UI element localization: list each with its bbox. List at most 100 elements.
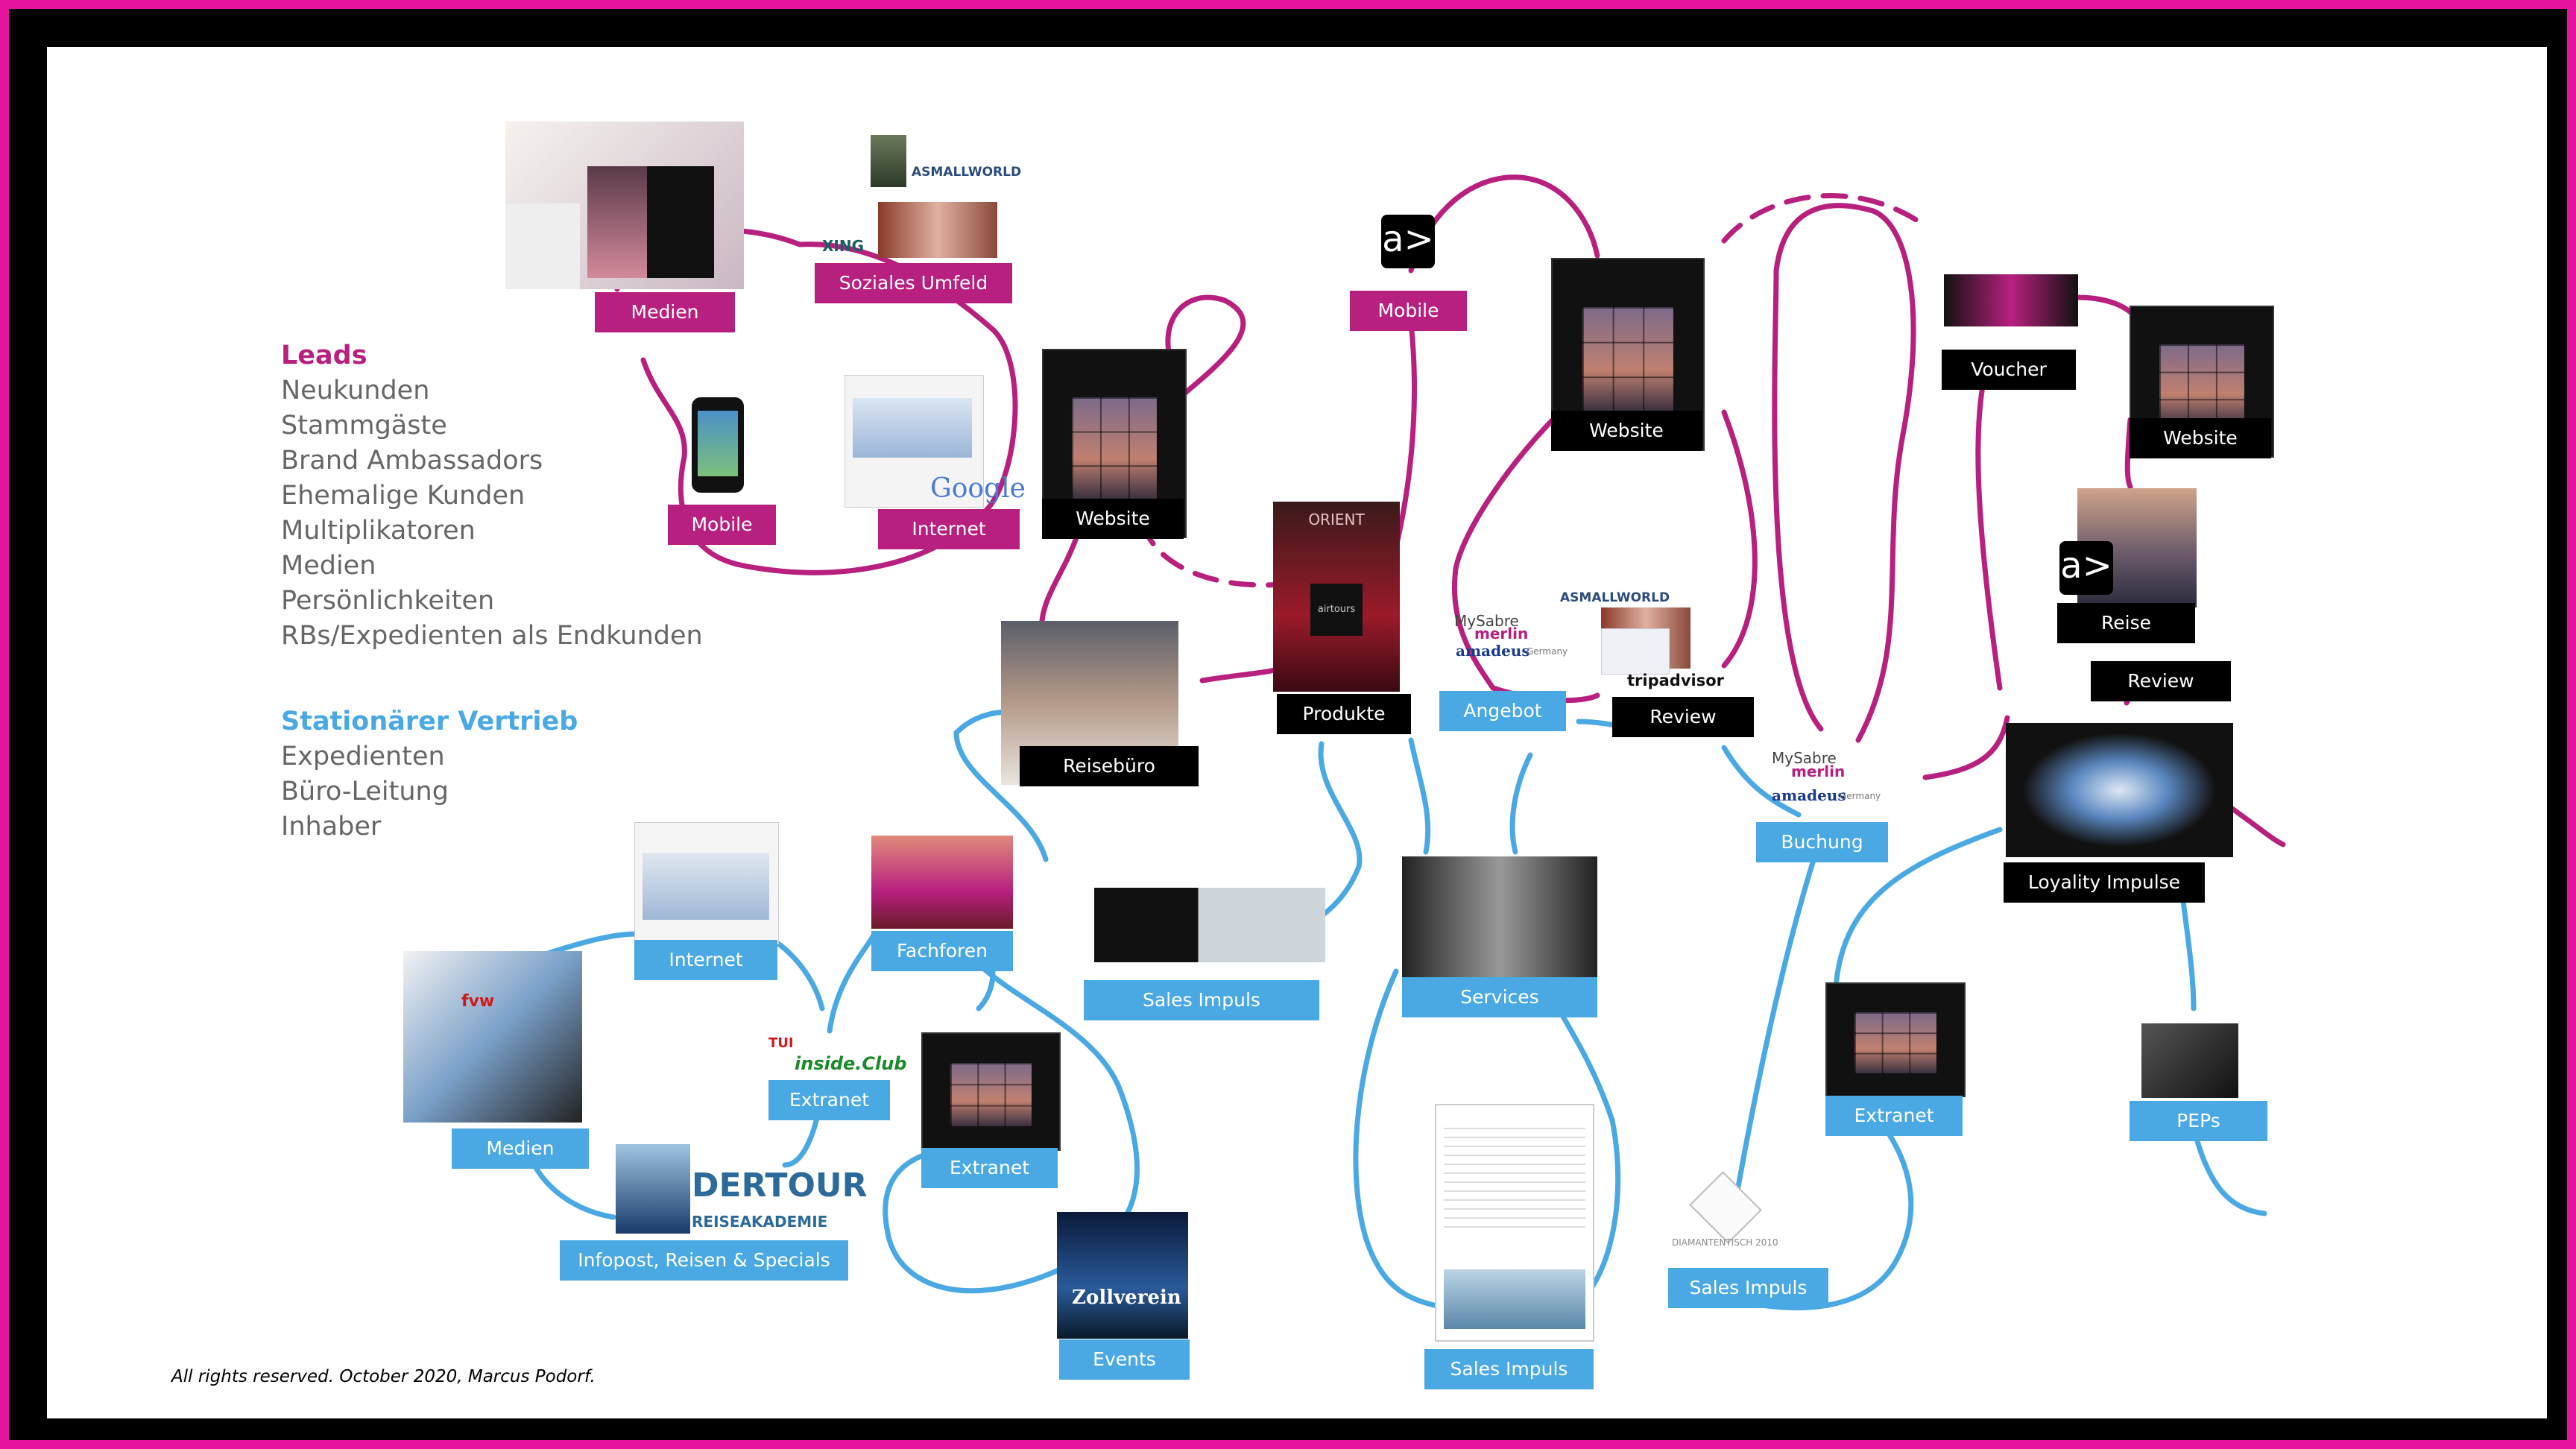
avatar bbox=[871, 135, 906, 187]
node-voucher: Voucher bbox=[1942, 350, 2076, 390]
amadeus-logo: amadeus bbox=[1456, 642, 1530, 660]
stationary-list: Stationärer Vertrieb Expedienten Büro-Le… bbox=[281, 704, 578, 845]
node-internet-bottom: Internet bbox=[634, 940, 777, 980]
node-medien-bottom: Medien bbox=[452, 1128, 589, 1169]
node-sales-impuls-box: Sales Impuls bbox=[1084, 980, 1319, 1020]
leads-item: Multiplikatoren bbox=[281, 516, 476, 546]
peps-box-image bbox=[2141, 1023, 2238, 1098]
path-voucher-loop bbox=[1975, 357, 2003, 691]
path-buchung-loyality bbox=[1922, 715, 2010, 780]
tripadvisor-logo: tripadvisor bbox=[1627, 672, 1724, 689]
path-peps-down bbox=[2191, 1125, 2267, 1216]
leads-item: Ehemalige Kunden bbox=[281, 481, 525, 511]
magazines-image bbox=[505, 121, 744, 289]
tui-logo: TUI bbox=[768, 1035, 794, 1051]
leads-heading: Leads bbox=[281, 341, 367, 370]
sales-box-image bbox=[1094, 888, 1325, 962]
node-website-2: Website bbox=[1551, 411, 1702, 451]
orient-title: ORIENT bbox=[1308, 511, 1365, 528]
voucher-image bbox=[1944, 274, 2078, 326]
node-mobile-left: Mobile bbox=[668, 505, 776, 545]
asmallworld-icon: ASMALLWORLD bbox=[1560, 590, 1670, 605]
services-photo bbox=[1402, 856, 1597, 977]
airtours-a-icon: a> bbox=[1381, 215, 1435, 268]
stationary-item: Büro-Leitung bbox=[281, 777, 449, 806]
path-events-loop bbox=[883, 1147, 1086, 1294]
dertour-logo: DERTOUR bbox=[692, 1167, 868, 1205]
airtours-badge: airtours bbox=[1310, 584, 1363, 636]
slide-canvas: Leads Neukunden Stammgäste Brand Ambassa… bbox=[47, 47, 2547, 1418]
internet-screenshot bbox=[845, 375, 984, 508]
iphone-icon bbox=[692, 397, 744, 493]
amadeus-logo-2: amadeus bbox=[1772, 786, 1846, 804]
stationary-item: Expedienten bbox=[281, 742, 445, 771]
node-review-1: Review bbox=[1612, 697, 1754, 737]
fvw-logo: fvw bbox=[461, 992, 495, 1011]
germany-label: Germany bbox=[1527, 646, 1568, 657]
node-angebot: Angebot bbox=[1439, 691, 1566, 731]
path-website1-produkte-dashed bbox=[1140, 521, 1295, 588]
medien-bottom-image bbox=[403, 951, 582, 1123]
loyality-image bbox=[2006, 723, 2233, 857]
node-review-2: Review bbox=[2091, 661, 2231, 701]
path-reisebuero-produkte bbox=[1199, 663, 1287, 684]
path-review-buchung bbox=[1721, 745, 1802, 818]
xing-icon: XING bbox=[822, 237, 865, 255]
path-website2-review bbox=[1721, 409, 1758, 669]
leads-item: Brand Ambassadors bbox=[281, 446, 543, 476]
path-tui-fachforen bbox=[827, 931, 877, 1034]
node-extranet-right: Extranet bbox=[1825, 1096, 1963, 1136]
germany-label-2: Germany bbox=[1840, 791, 1881, 801]
leads-item: Medien bbox=[281, 551, 376, 581]
sales-doc-image bbox=[1435, 1104, 1594, 1342]
copyright-footer: All rights reserved. October 2020, Marcu… bbox=[171, 1367, 596, 1386]
node-loyality-impulse: Loyality Impulse bbox=[2004, 862, 2205, 903]
node-medien-top: Medien bbox=[595, 292, 735, 332]
node-soziales-umfeld: Soziales Umfeld bbox=[815, 263, 1012, 303]
merlin-logo-2: merlin bbox=[1791, 763, 1846, 780]
people-photo bbox=[878, 202, 997, 258]
node-reise: Reise bbox=[2057, 603, 2195, 643]
zollverein-sign: Zollverein bbox=[1072, 1287, 1181, 1309]
insideclub-logo: inside.Club bbox=[795, 1053, 907, 1074]
node-produkte: Produkte bbox=[1277, 694, 1411, 734]
node-events: Events bbox=[1059, 1339, 1190, 1380]
fachforen-photo bbox=[871, 836, 1013, 929]
node-peps: PEPs bbox=[2130, 1101, 2267, 1141]
reiseakademie-logo: REISEAKADEMIE bbox=[692, 1213, 828, 1231]
path-angebot-services bbox=[1509, 752, 1533, 855]
node-website-1: Website bbox=[1042, 499, 1184, 539]
leads-item: RBs/Expedienten als Endkunden bbox=[281, 621, 703, 651]
merlin-logo: merlin bbox=[1474, 625, 1529, 643]
extranet-mid-image bbox=[921, 1032, 1061, 1151]
node-extranet-mid: Extranet bbox=[921, 1148, 1058, 1188]
node-website-3: Website bbox=[2130, 418, 2271, 458]
mysabre-logo: MySabre bbox=[1454, 612, 1519, 630]
path-buchung-salesimpuls bbox=[1729, 834, 1824, 1228]
leads-item: Neukunden bbox=[281, 376, 430, 405]
asmallworld-icon: ASMALLWORLD bbox=[912, 165, 1022, 180]
path-website1-loop bbox=[1165, 294, 1246, 400]
leads-item: Persönlichkeiten bbox=[281, 586, 495, 616]
path-extranet-loop bbox=[1833, 827, 2003, 989]
node-internet-top: Internet bbox=[878, 509, 1020, 549]
path-buchung-dashed bbox=[1721, 193, 1928, 244]
node-sales-impuls-doc: Sales Impuls bbox=[1424, 1349, 1594, 1389]
path-mobile-website2 bbox=[1408, 174, 1600, 274]
connection-paths bbox=[521, 174, 2286, 1311]
diamant-label: DIAMANTENTISCH 2010 bbox=[1672, 1237, 1778, 1248]
internet-bottom-screenshot bbox=[634, 822, 779, 944]
node-extranet-tui: Extranet bbox=[768, 1080, 890, 1120]
node-reisebuero: Reisebüro bbox=[1020, 746, 1199, 786]
events-photo: Zollverein bbox=[1057, 1212, 1188, 1339]
node-buchung: Buchung bbox=[1756, 822, 1888, 862]
leads-item: Stammgäste bbox=[281, 411, 447, 441]
path-events-extranet bbox=[976, 961, 1140, 1228]
node-mobile-center: Mobile bbox=[1350, 291, 1467, 331]
stationary-item: Inhaber bbox=[281, 812, 382, 842]
path-services-down bbox=[1353, 968, 1444, 1310]
stationary-heading: Stationärer Vertrieb bbox=[281, 707, 578, 736]
extranet-right-image bbox=[1825, 982, 1966, 1097]
path-produkte-services bbox=[1408, 737, 1431, 855]
node-infopost: Infopost, Reisen & Specials bbox=[560, 1240, 848, 1281]
